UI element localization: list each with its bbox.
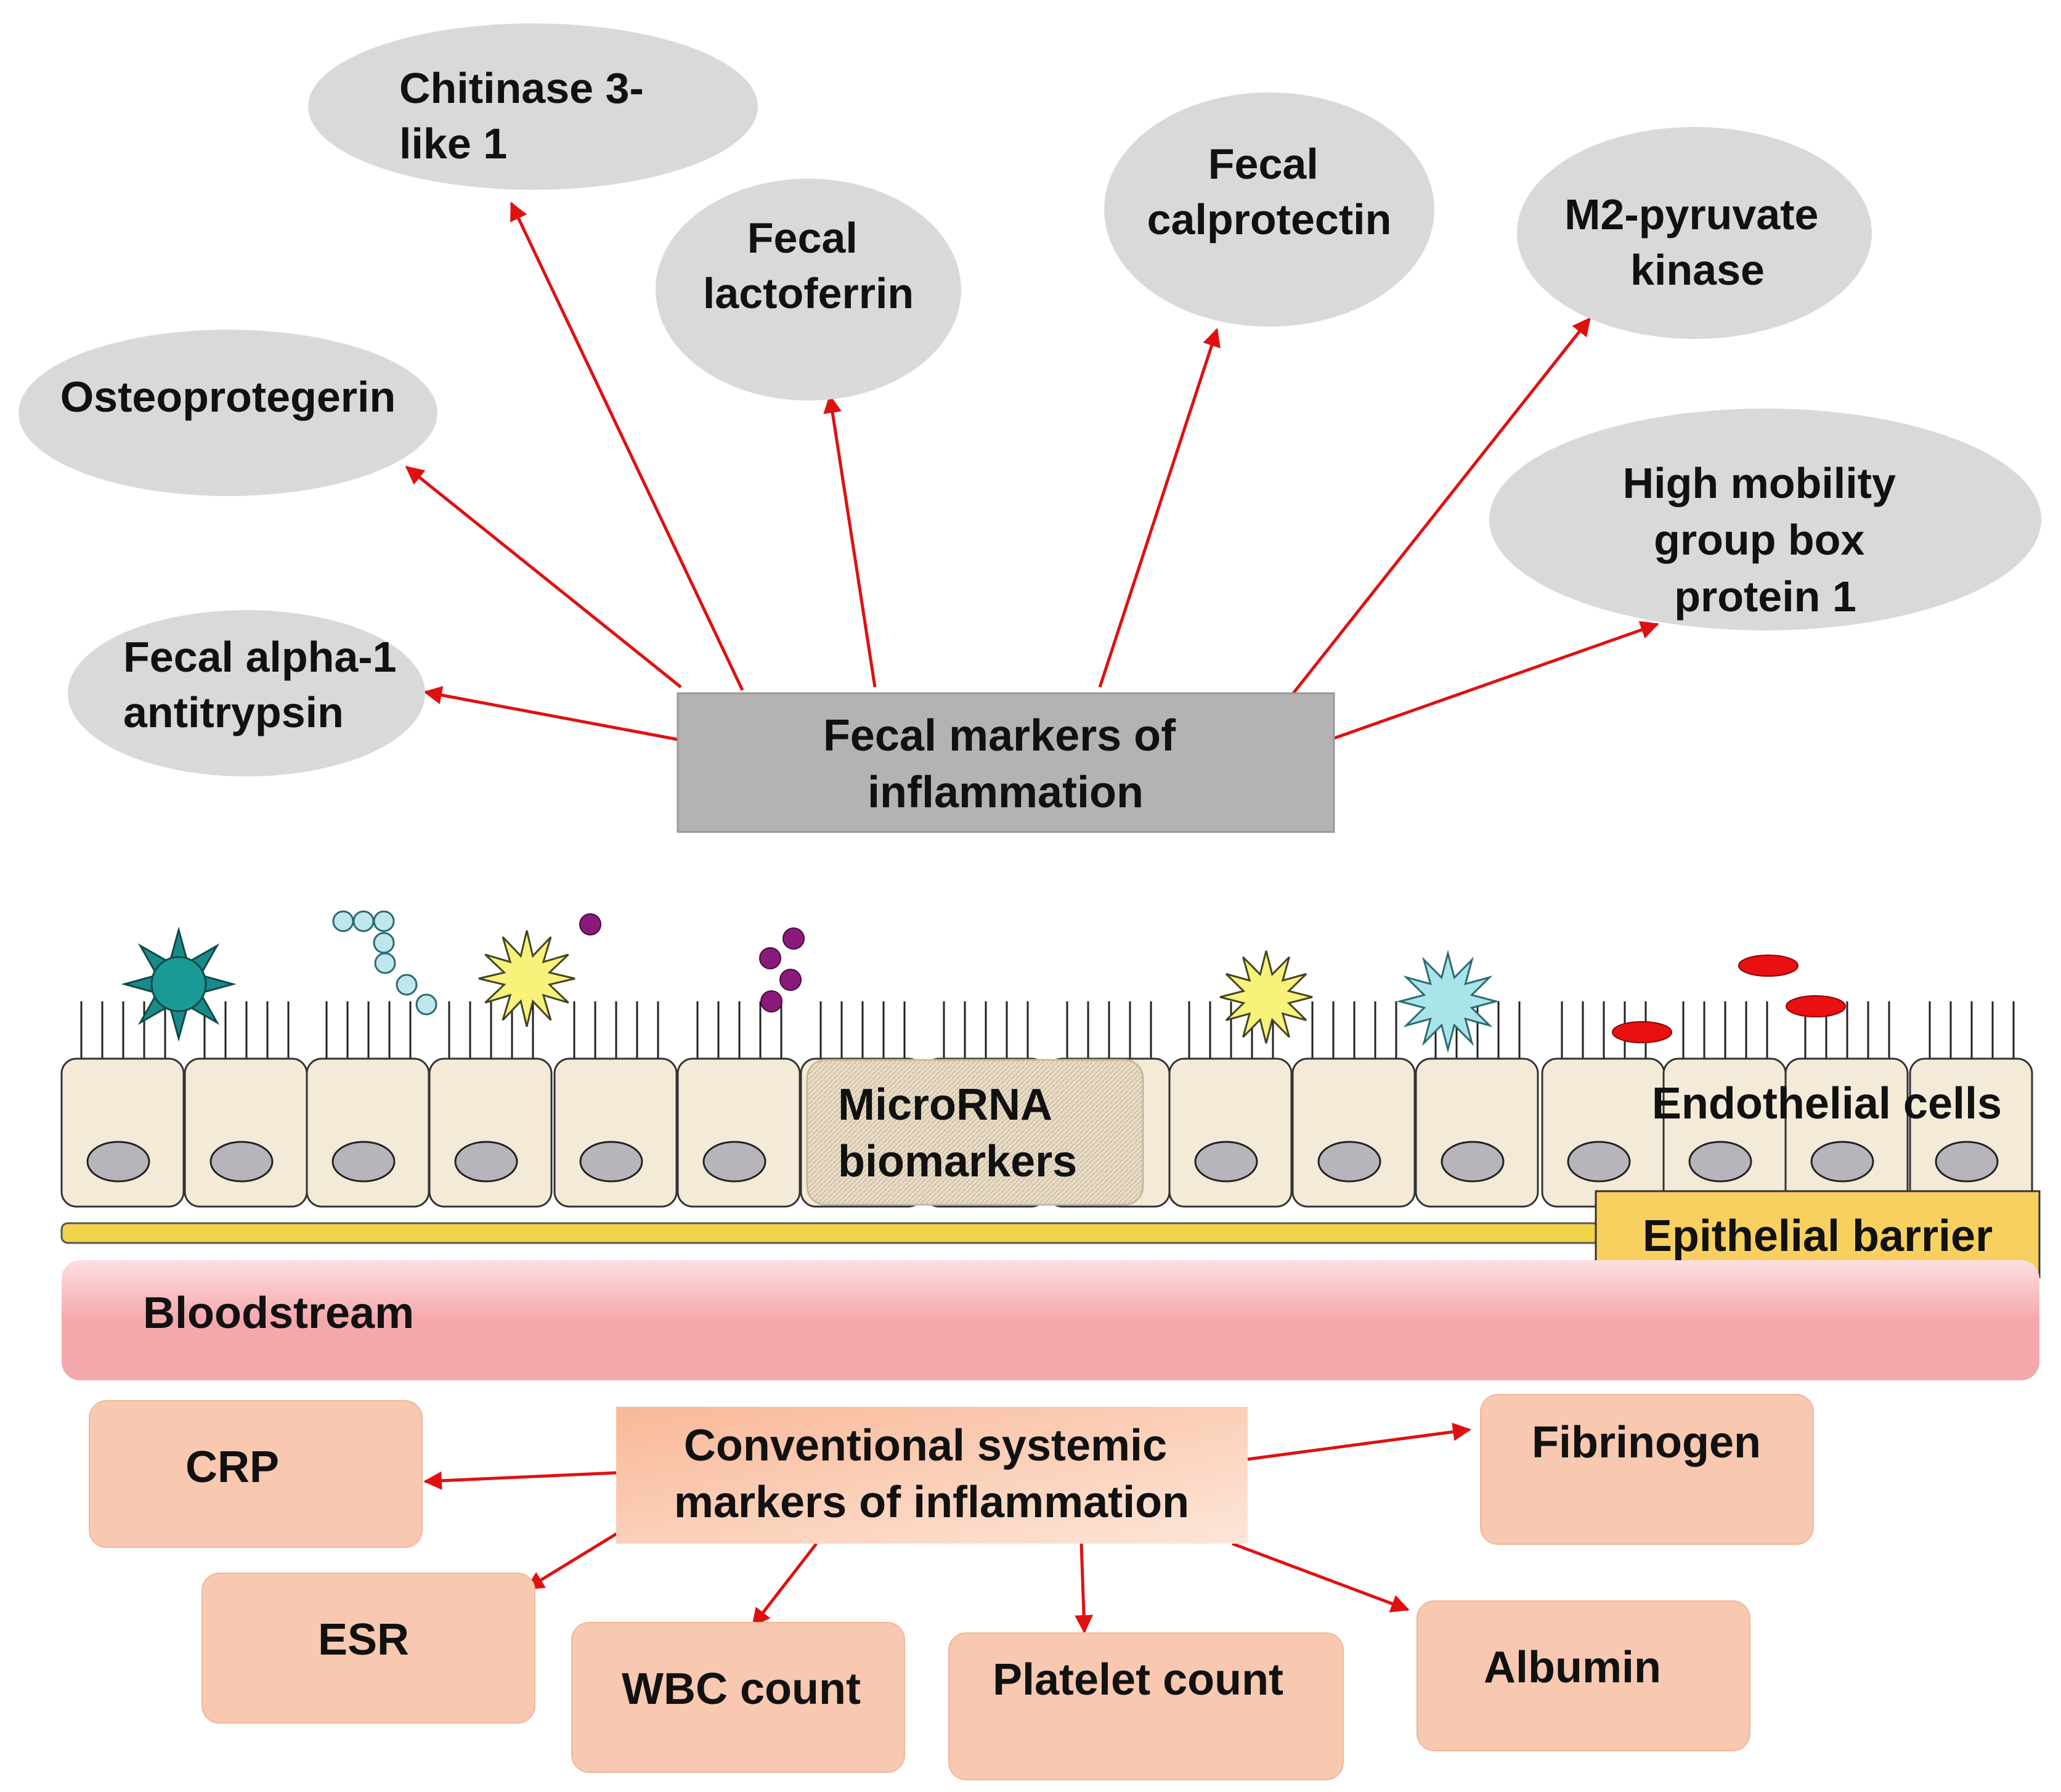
microrna-patch: MicroRNA biomarkers: [806, 1059, 1144, 1206]
arrow-to-chitinase: [510, 202, 744, 691]
arrow-to-osteoprotegerin: [405, 466, 682, 688]
systemic-title: Conventional systemic markers of inflamm…: [674, 1421, 1189, 1527]
bubble-text: Fecal lactoferrin: [703, 214, 914, 317]
teal-star-microbe: [121, 926, 237, 1042]
arrow-to-esr: [525, 1528, 625, 1590]
epithelial-cell: [1415, 1057, 1539, 1208]
bubble-pyruvate-kinase: M2-pyruvate kinase: [1517, 127, 1872, 339]
cell-nucleus: [579, 1141, 643, 1183]
bubble-lactoferrin: Fecal lactoferrin: [656, 179, 961, 401]
marker-box-esr: ESR: [201, 1573, 535, 1724]
bubble-text: High mobility group box protein 1: [1623, 459, 1908, 621]
marker-crp-label: CRP: [185, 1443, 279, 1492]
epithelial-cell: [428, 1057, 553, 1208]
cell-nucleus: [1567, 1141, 1631, 1183]
microrna-label: MicroRNA biomarkers: [838, 1080, 1077, 1186]
bubble-text: Chitinase 3- like 1: [399, 64, 656, 168]
bubble-antitrypsin: Fecal alpha-1 antitrypsin: [68, 610, 425, 776]
bubble-text: Osteoprotegerin: [60, 373, 396, 421]
epithelial-cell: [677, 1057, 801, 1208]
marker-box-crp: CRP: [89, 1400, 423, 1548]
systemic-arrows: [423, 1422, 1471, 1634]
cell-nucleus: [331, 1141, 396, 1183]
arrow-to-fibrinogen: [1247, 1422, 1471, 1461]
marker-box-platelet: Platelet count: [948, 1632, 1344, 1780]
arrow-to-lactoferrin: [823, 394, 877, 688]
bubble-osteoprotegerin: Osteoprotegerin: [18, 330, 437, 496]
cell-nucleus: [1688, 1141, 1752, 1183]
marker-box-fibrinogen: Fibrinogen: [1480, 1394, 1814, 1545]
epithelial-cell: [1541, 1057, 1665, 1208]
arrow-to-pyruvate-kinase: [1290, 317, 1591, 698]
arrow-to-wbc: [752, 1542, 818, 1627]
cell-nucleus: [1441, 1141, 1505, 1183]
bubble-text: Fecal alpha-1 antitrypsin: [123, 633, 409, 736]
bloodstream-label: Bloodstream: [143, 1289, 414, 1338]
cell-nucleus: [1194, 1141, 1258, 1183]
cocci-chain: [332, 910, 437, 1016]
epithelial-cell: [306, 1057, 430, 1208]
yellow-burst-particle: [478, 930, 575, 1027]
red-blood-cells: [1612, 955, 1846, 1043]
marker-box-albumin: Albumin: [1417, 1600, 1750, 1751]
arrow-to-calprotectin: [1098, 328, 1221, 688]
bubble-chitinase: Chitinase 3- like 1: [308, 23, 758, 190]
bubble-calprotectin: Fecal calprotectin: [1104, 92, 1434, 327]
marker-albumin-label: Albumin: [1484, 1643, 1661, 1692]
cell-nucleus: [1317, 1141, 1381, 1183]
bloodstream: Bloodstream: [62, 1260, 2039, 1380]
marker-wbc-label: WBC count: [622, 1664, 861, 1714]
bubble-text: Fecal calprotectin: [1147, 140, 1392, 243]
cell-nucleus: [1810, 1141, 1874, 1183]
epithelial-cell: [553, 1057, 678, 1208]
marker-esr-label: ESR: [318, 1615, 409, 1664]
epithelial-cell: [60, 1057, 185, 1208]
arrow-to-crp: [423, 1471, 617, 1490]
cell-nucleus: [702, 1141, 766, 1183]
arrow-to-albumin: [1232, 1542, 1410, 1613]
endothelial-cells-label: Endothelial cells: [1652, 1079, 2002, 1128]
cyan-burst-particle: [1396, 950, 1500, 1053]
systemic-title-box: Conventional systemic markers of inflamm…: [616, 1407, 1248, 1544]
epithelial-cell: [1291, 1057, 1416, 1208]
epithelial-barrier-label: Epithelial barrier: [1643, 1212, 1993, 1261]
arrow-to-hmgb1: [1333, 621, 1659, 740]
center-box: Fecal markers of inflammation: [677, 692, 1335, 833]
cell-nucleus: [86, 1141, 150, 1183]
epithelial-cell: [184, 1057, 308, 1208]
marker-platelet-label: Platelet count: [993, 1655, 1283, 1704]
yellow-burst-particle: [1219, 950, 1313, 1044]
arrow-to-platelet: [1075, 1543, 1094, 1634]
bubble-text: M2-pyruvate kinase: [1564, 190, 1831, 294]
cell-nucleus: [1935, 1141, 1999, 1183]
epithelial-cell: [1168, 1057, 1293, 1208]
marker-fibrinogen-label: Fibrinogen: [1532, 1418, 1761, 1467]
marker-box-wbc: WBC count: [571, 1622, 905, 1773]
arrow-to-antitrypsin: [423, 686, 678, 741]
bubble-hmgb1: High mobility group box protein 1: [1489, 409, 2041, 630]
microvilli: [80, 1001, 2015, 1059]
cell-nucleus: [454, 1141, 518, 1183]
epithelial-barrier-line: [60, 1222, 1677, 1244]
purple-particles: [579, 913, 805, 1012]
center-box-text: Fecal markers of inflammation: [823, 711, 1188, 817]
cell-nucleus: [209, 1141, 274, 1183]
fecal-arrows: [405, 202, 1659, 741]
